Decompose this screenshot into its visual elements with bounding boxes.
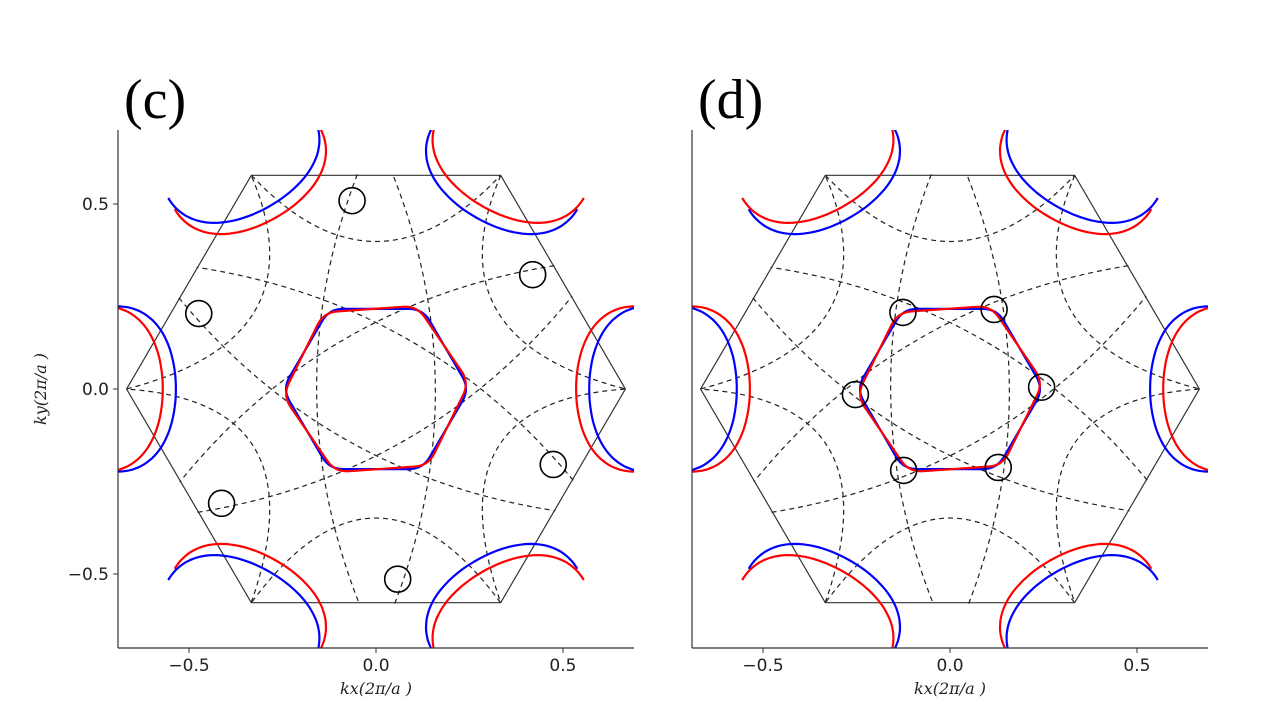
dashed-arc (1055, 175, 1200, 390)
dashed-arc (890, 174, 934, 604)
outer-pocket-3 (692, 306, 738, 472)
dashed-arc (700, 175, 845, 390)
dashed-arc (179, 265, 555, 483)
central-fermi-surface-blue (858, 307, 1042, 471)
plot-area (692, 130, 1208, 648)
outer-pocket-2 (741, 130, 895, 225)
y-tick-label: 0.5 (82, 195, 109, 215)
marker-circle-4 (889, 456, 918, 485)
outer-pocket-5 (431, 553, 585, 648)
panel-label: (c) (124, 69, 186, 131)
chart-panel-0: −0.5 0.0 0.5 −0.5 0.0 0.5 kx(2π/a ) ky(2π/a ) (c… (31, 69, 634, 698)
x-tick-label: 0.0 (936, 656, 963, 676)
outer-pocket-5 (1005, 553, 1159, 648)
outer-pocket-0 (1148, 305, 1208, 473)
x-tick-label: 0.5 (1123, 656, 1150, 676)
marker-circle-5 (984, 453, 1013, 482)
outer-pocket-5 (424, 542, 579, 648)
dashed-arc (481, 388, 626, 603)
outer-pocket-0 (574, 305, 634, 473)
dashed-arc (966, 174, 1010, 604)
outer-pocket-3 (692, 305, 752, 473)
outer-pocket-1 (424, 130, 579, 236)
dashed-arc (825, 174, 1075, 242)
x-axis-label: kx(2π/a ) (340, 679, 412, 698)
dashed-arc (1055, 388, 1200, 603)
y-axis-label: ky(2π/a ) (31, 353, 50, 425)
outer-pocket-2 (173, 130, 328, 236)
y-tick-label: −0.5 (68, 565, 109, 585)
outer-pocket-4 (741, 553, 895, 648)
x-tick-label: −0.5 (168, 656, 209, 676)
dashed-arc (251, 174, 501, 242)
outer-pocket-2 (167, 130, 321, 225)
y-tick-label: 0.0 (82, 380, 109, 400)
marker-circle-1 (980, 295, 1008, 324)
x-tick-label: 0.0 (362, 656, 389, 676)
chart-panel-1: −0.5 0.0 0.5 kx(2π/a ) (d) (691, 69, 1208, 698)
outer-pocket-4 (167, 553, 321, 648)
outer-pocket-5 (998, 542, 1153, 648)
x-tick-label: 0.5 (549, 656, 576, 676)
marker-circle-2 (184, 299, 213, 328)
dashed-arc (251, 517, 501, 603)
panel-label: (d) (698, 69, 763, 131)
x-tick-label: −0.5 (742, 656, 783, 676)
outer-pocket-0 (1162, 306, 1208, 472)
dashed-arc (178, 297, 556, 512)
central-fermi-surface-red (285, 305, 467, 473)
dashed-arc (481, 175, 626, 390)
dashed-arc (770, 266, 1148, 481)
marker-circle-1 (518, 260, 547, 289)
dashed-arc (392, 174, 436, 604)
brillouin-zone-hexagon (125, 174, 627, 604)
dashed-arc (700, 388, 845, 603)
outer-pocket-0 (588, 306, 634, 472)
marker-circle-3 (539, 450, 568, 479)
dashed-arc (197, 295, 573, 513)
dashed-arc (752, 297, 1130, 512)
dashed-arc (825, 517, 1075, 603)
plot-area (118, 130, 634, 648)
dashed-arc (126, 388, 271, 603)
outer-pocket-1 (1005, 130, 1159, 225)
outer-pocket-1 (998, 130, 1153, 236)
dashed-arc (316, 174, 360, 604)
central-fermi-surface-red (859, 305, 1041, 473)
marker-circle-3 (841, 380, 870, 409)
marker-circle-4 (207, 489, 236, 518)
outer-pocket-3 (118, 306, 164, 472)
outer-pocket-1 (431, 130, 585, 225)
dashed-arc (753, 265, 1129, 483)
marker-circle-2 (1027, 373, 1056, 401)
outer-pocket-4 (747, 542, 902, 648)
central-fermi-surface-blue (284, 307, 468, 471)
dashed-arc (771, 295, 1147, 513)
marker-circle-0 (338, 186, 366, 215)
marker-circle-0 (889, 298, 917, 327)
x-axis-label: kx(2π/a ) (914, 679, 986, 698)
outer-pocket-3 (118, 305, 178, 473)
brillouin-zone-hexagon (699, 174, 1201, 604)
outer-pocket-4 (173, 542, 328, 648)
dashed-arc (196, 266, 574, 481)
dashed-arc (126, 175, 271, 390)
marker-circle-5 (383, 565, 412, 593)
outer-pocket-2 (747, 130, 902, 236)
